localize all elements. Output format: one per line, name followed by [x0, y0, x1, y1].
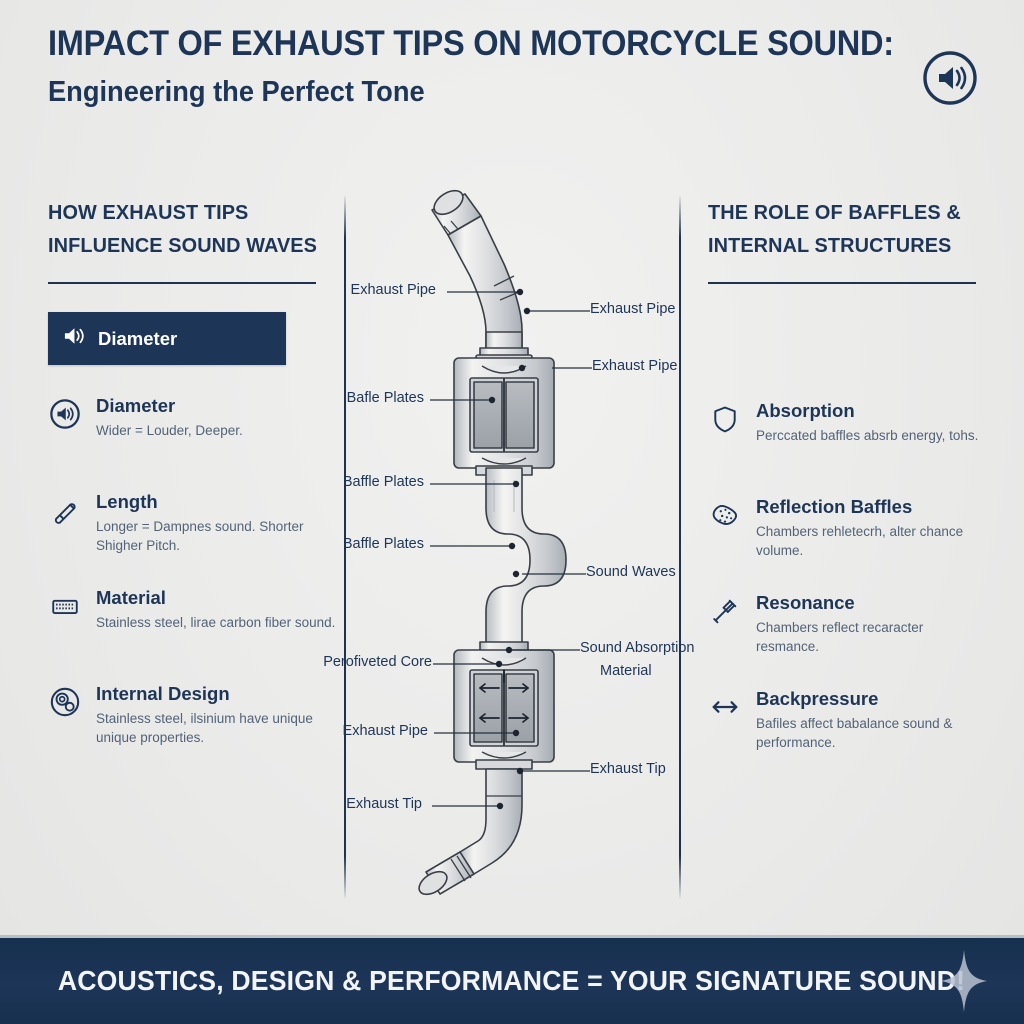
right-heading-line2: INTERNAL STRUCTURES: [708, 234, 952, 258]
speaker-circle-icon: [48, 397, 82, 431]
page-title: IMPACT OF EXHAUST TIPS ON MOTORCYCLE SOU…: [48, 24, 894, 63]
right-column-rule: [708, 282, 976, 285]
list-item-desc: Bafiles affect babalance sound & perform…: [756, 715, 953, 750]
list-item[interactable]: Resonance Chambers reflect recaracter re…: [708, 592, 988, 656]
list-item-desc: Longer = Dampnes sound. Shorter Shigher …: [96, 518, 304, 553]
double-arrow-icon: [708, 690, 742, 724]
list-item-title: Resonance: [756, 592, 855, 614]
highlight-diameter-bar[interactable]: Diameter: [48, 312, 286, 366]
left-column-rule: [48, 282, 316, 285]
speaker-volume-icon: [922, 50, 978, 106]
speaker-volume-icon: [62, 326, 86, 351]
list-item-desc: Perccated baffles absrb energy, tohs.: [756, 427, 979, 443]
left-column-heading: HOW EXHAUST TIPS INFLUENCE SOUND WAVES: [48, 196, 320, 262]
perforated-plate-icon: [48, 589, 82, 623]
footer-banner: ACOUSTICS, DESIGN & PERFORMANCE = YOUR S…: [0, 938, 1024, 1024]
list-item-title: Absorption: [756, 400, 855, 422]
list-item[interactable]: Diameter Wider = Louder, Deeper.: [48, 395, 340, 440]
list-item[interactable]: Length Longer = Dampnes sound. Shorter S…: [48, 491, 340, 555]
left-column: HOW EXHAUST TIPS INFLUENCE SOUND WAVES D…: [48, 196, 335, 900]
list-item-desc: Stainless steel, lirae carbon fiber soun…: [96, 614, 336, 630]
list-item-desc: Wider = Louder, Deeper.: [96, 422, 243, 438]
list-item[interactable]: Reflection Baffles Chambers rehletecrh, …: [708, 496, 988, 560]
list-item[interactable]: Absorption Perccated baffles absrb energ…: [708, 400, 988, 445]
list-item-desc: Stainless steel, ilsinium have unique un…: [96, 710, 313, 745]
footer-text: ACOUSTICS, DESIGN & PERFORMANCE = YOUR S…: [58, 965, 966, 996]
list-item-desc: Chambers rehletecrh, alter chance volume…: [756, 523, 964, 558]
pipe-tube-icon: [48, 493, 82, 527]
right-column-heading: THE ROLE OF BAFFLES & INTERNAL STRUCTURE…: [708, 196, 980, 262]
sponge-porous-icon: [708, 498, 742, 532]
page-subtitle: Engineering the Perfect Tone: [48, 76, 425, 108]
list-item-title: Internal Design: [96, 683, 230, 705]
highlight-label: Diameter: [98, 327, 178, 349]
left-heading-line2: INFLUENCE SOUND WAVES: [48, 234, 318, 258]
right-column-items: Absorption Perccated baffles absrb energ…: [708, 400, 988, 900]
four-point-star-icon: [940, 950, 988, 1012]
list-item-title: Backpressure: [756, 688, 879, 710]
list-item[interactable]: Internal Design Stainless steel, ilsiniu…: [48, 683, 340, 747]
list-item-title: Reflection Baffles: [756, 496, 913, 518]
spiral-coil-icon: [48, 685, 82, 719]
list-item-title: Diameter: [96, 395, 176, 417]
right-column: THE ROLE OF BAFFLES & INTERNAL STRUCTURE…: [708, 196, 988, 900]
motorcycle-exhaust-cutaway-diagram: Exhaust Pipe Exhaust Pipe Exhaust Pipe B…: [323, 180, 694, 910]
list-item-title: Length: [96, 491, 158, 513]
column-divider-right: [679, 196, 681, 898]
right-heading-line1: THE ROLE OF BAFFLES &: [708, 201, 961, 224]
footer-divider: [0, 935, 1024, 938]
page-header: IMPACT OF EXHAUST TIPS ON MOTORCYCLE SOU…: [48, 26, 978, 136]
list-item[interactable]: Backpressure Bafiles affect babalance so…: [708, 688, 988, 752]
shield-icon: [708, 402, 742, 436]
tuning-fork-icon: [708, 594, 742, 628]
list-item-title: Material: [96, 587, 166, 609]
left-column-items: Diameter Wider = Louder, Deeper. Len: [48, 395, 335, 815]
left-heading-line1: HOW EXHAUST TIPS: [48, 201, 249, 224]
list-item-desc: Chambers reflect recaracter resmance.: [756, 619, 924, 654]
list-item[interactable]: Material Stainless steel, lirae carbon f…: [48, 587, 340, 632]
column-divider-left: [344, 196, 346, 898]
